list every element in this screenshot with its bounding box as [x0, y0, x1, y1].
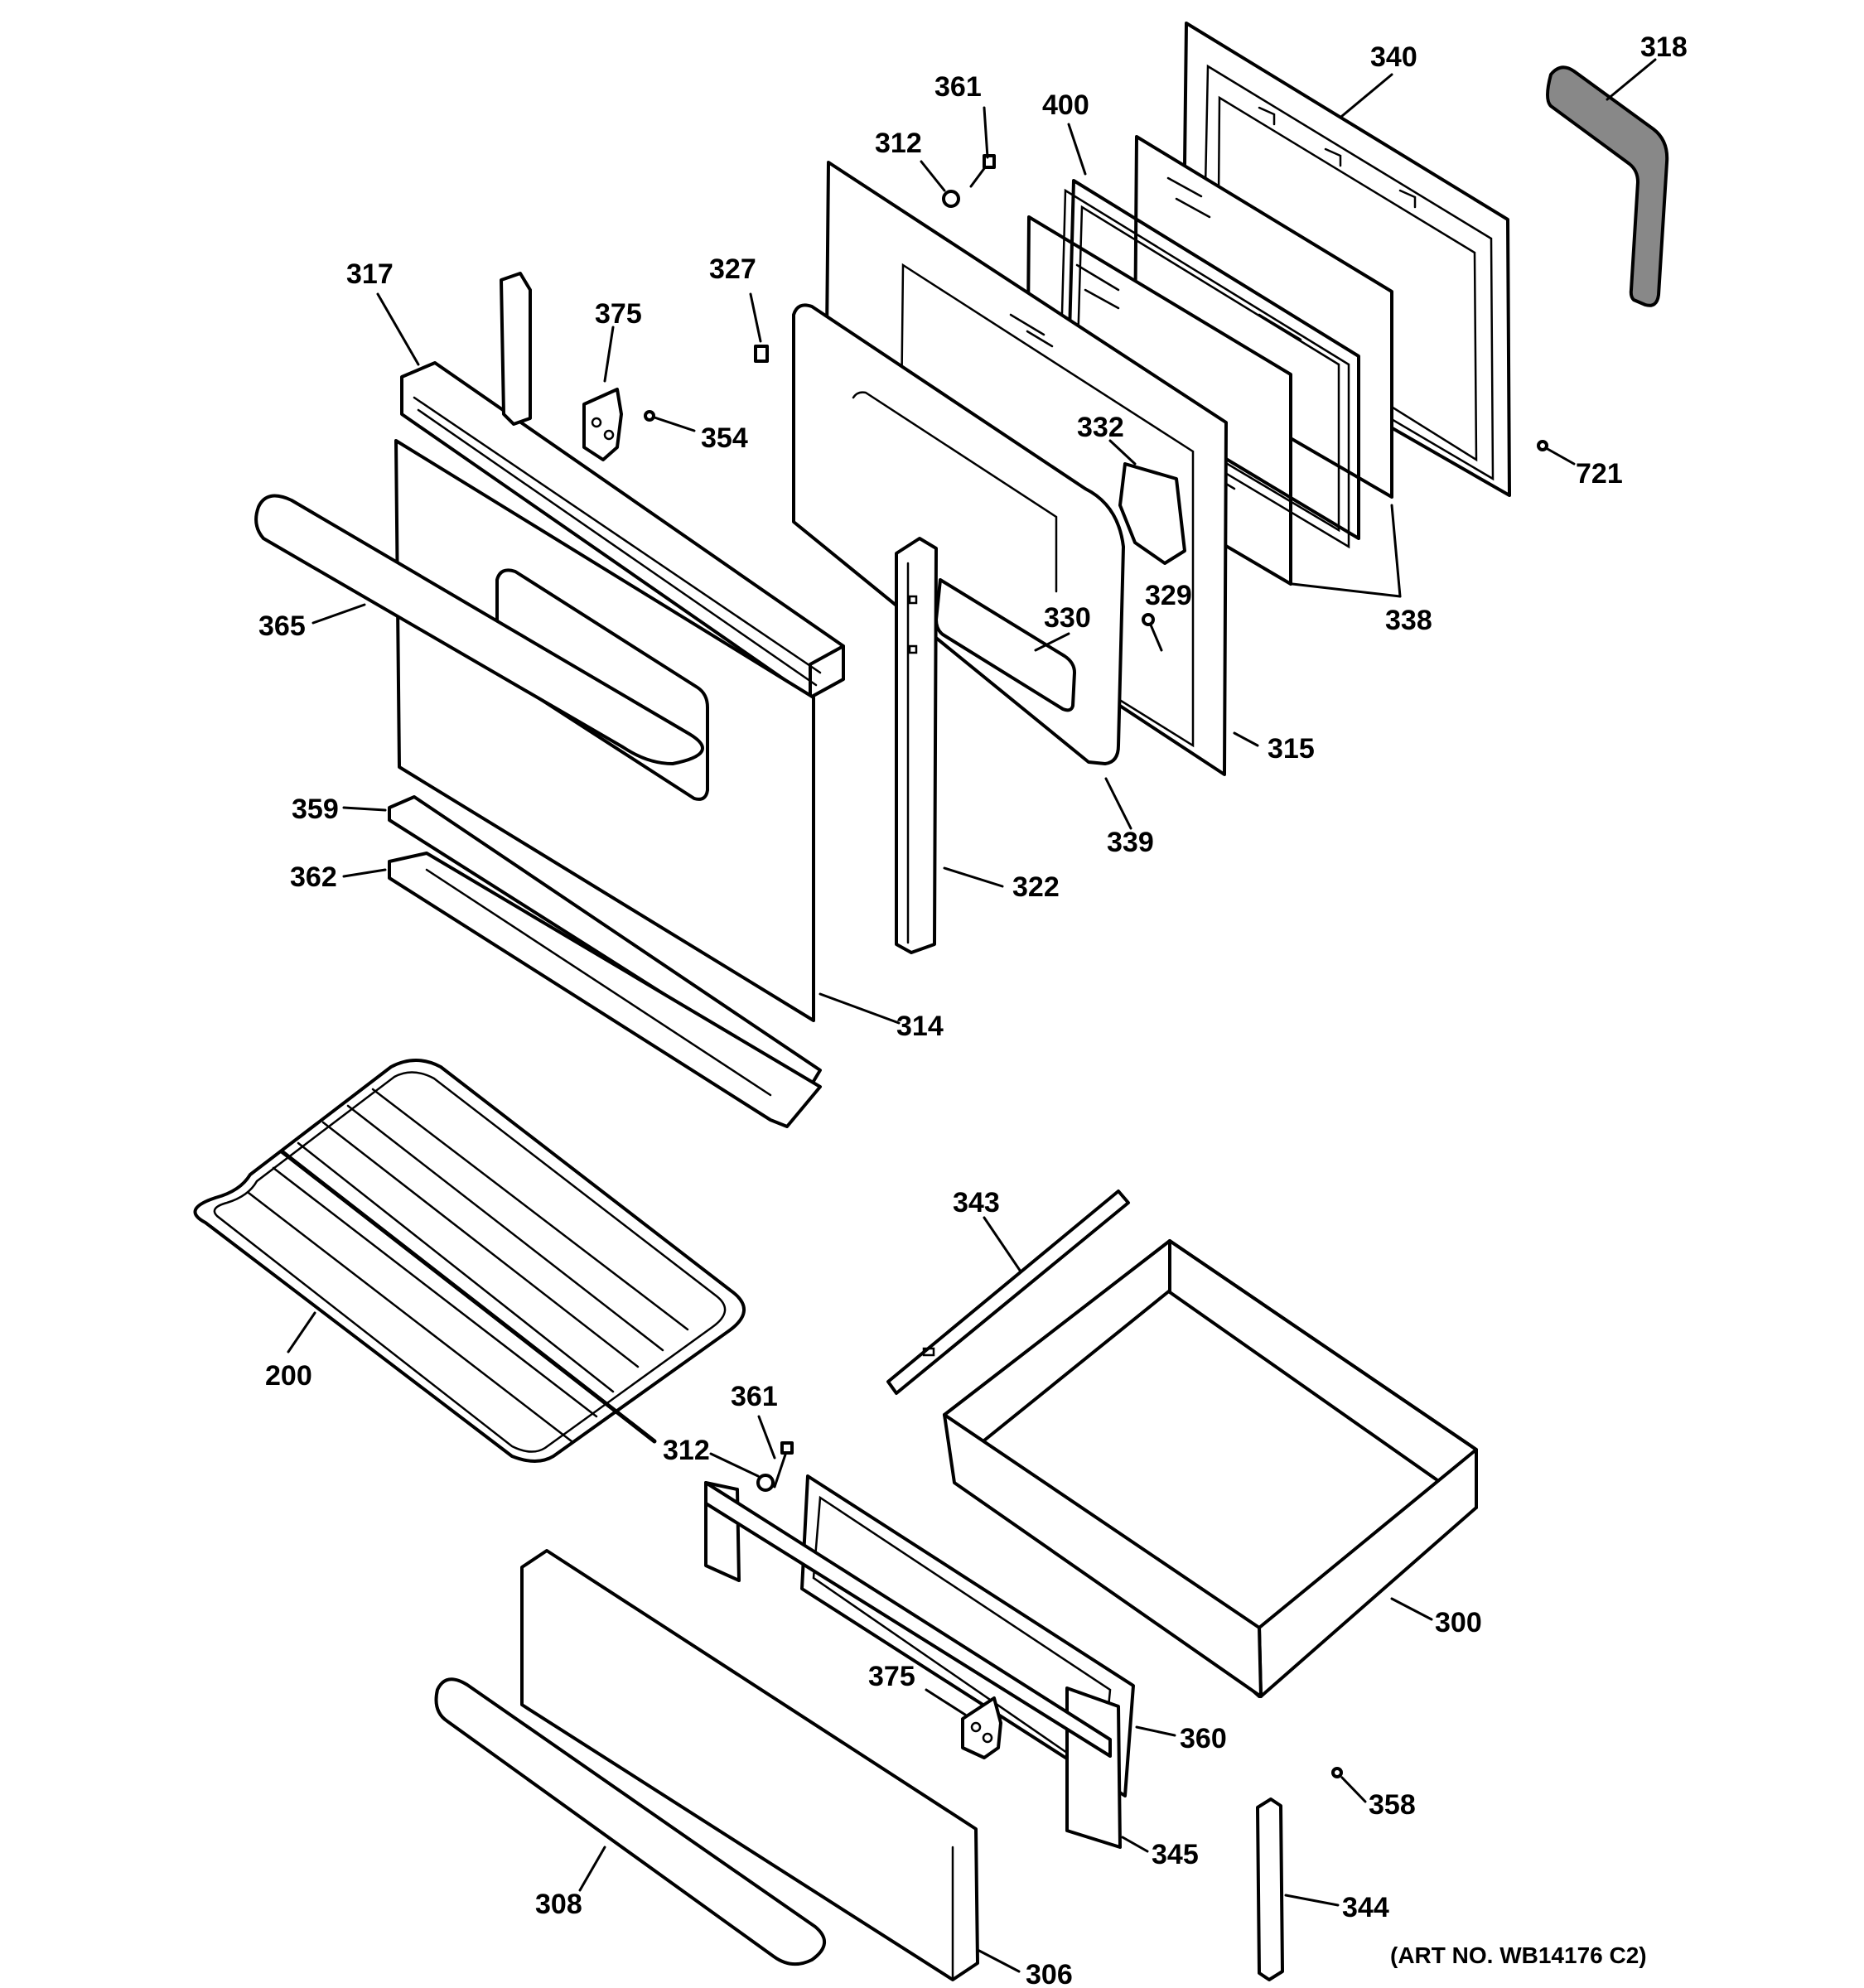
callout-358: 358	[1369, 1789, 1416, 1821]
part-308-drawer-handle	[434, 1677, 826, 1966]
callout-375-lower: 375	[868, 1661, 915, 1692]
callout-359: 359	[292, 794, 339, 825]
part-358-screw	[1331, 1767, 1343, 1778]
part-365-door-handle	[254, 494, 704, 765]
callout-338: 338	[1385, 605, 1432, 636]
callout-322: 322	[1012, 871, 1060, 903]
part-361-bolt-upper	[969, 154, 996, 188]
part-354-screw	[644, 410, 655, 422]
leader-lines	[287, 58, 1657, 1973]
callout-365: 365	[258, 610, 306, 642]
callout-315: 315	[1268, 733, 1315, 765]
part-317-panel-trim	[400, 361, 845, 699]
part-312-washer-lower	[756, 1474, 775, 1492]
callout-327: 327	[709, 253, 756, 285]
callout-345: 345	[1152, 1839, 1199, 1870]
part-343-drawer-rail	[886, 1189, 1130, 1395]
callout-362: 362	[290, 861, 337, 893]
callout-312-lower: 312	[663, 1435, 710, 1466]
part-322-side-trim	[895, 537, 938, 954]
part-400-inner-frame	[1059, 179, 1360, 549]
callout-306: 306	[1026, 1959, 1073, 1988]
callout-343: 343	[953, 1187, 1000, 1218]
part-721-screw	[1537, 440, 1548, 451]
part-306-drawer-front	[520, 1549, 979, 1981]
part-361-bolt-lower	[773, 1441, 794, 1489]
callout-400: 400	[1042, 89, 1089, 121]
art-number: (ART NO. WB14176 C2)	[1390, 1942, 1647, 1968]
callout-361: 361	[934, 71, 982, 103]
callout-308: 308	[535, 1889, 582, 1920]
callout-329: 329	[1145, 580, 1192, 611]
callout-317: 317	[346, 258, 394, 290]
callout-354: 354	[701, 422, 748, 454]
part-200-oven-rack	[193, 1059, 746, 1463]
callout-375: 375	[595, 298, 642, 330]
callout-318: 318	[1640, 31, 1688, 63]
callout-344: 344	[1342, 1892, 1389, 1923]
callout-330: 330	[1044, 602, 1091, 634]
callout-332: 332	[1077, 412, 1124, 443]
part-329-screw	[1142, 613, 1163, 652]
callout-339: 339	[1107, 827, 1154, 858]
part-312-washer-upper	[942, 190, 960, 208]
callout-360: 360	[1180, 1723, 1227, 1754]
callout-312: 312	[875, 128, 922, 159]
part-317-support-bracket	[500, 272, 532, 426]
callout-721: 721	[1576, 458, 1623, 490]
part-300-drawer-body	[943, 1239, 1478, 1698]
part-318-gasket	[1546, 65, 1669, 307]
part-362-vent-trim	[388, 852, 822, 1128]
part-375-hinge-upper	[582, 388, 623, 461]
part-330-window	[934, 578, 1076, 712]
callout-314: 314	[896, 1011, 944, 1042]
part-327-clip	[754, 345, 769, 363]
callout-labels: 318 340 361 400 312 327 317 375 354 721 …	[258, 31, 1688, 1988]
part-359-hinge-strip	[388, 795, 822, 1088]
callout-340: 340	[1370, 41, 1417, 73]
callout-300: 300	[1435, 1607, 1482, 1638]
part-345-drawer-bracket	[704, 1481, 1122, 1849]
part-375-hinge-lower	[961, 1696, 1002, 1759]
part-332-insulation	[1118, 462, 1186, 565]
callout-361-lower: 361	[731, 1381, 778, 1412]
part-344-slide-bracket	[1256, 1797, 1284, 1981]
callout-200: 200	[265, 1360, 312, 1392]
